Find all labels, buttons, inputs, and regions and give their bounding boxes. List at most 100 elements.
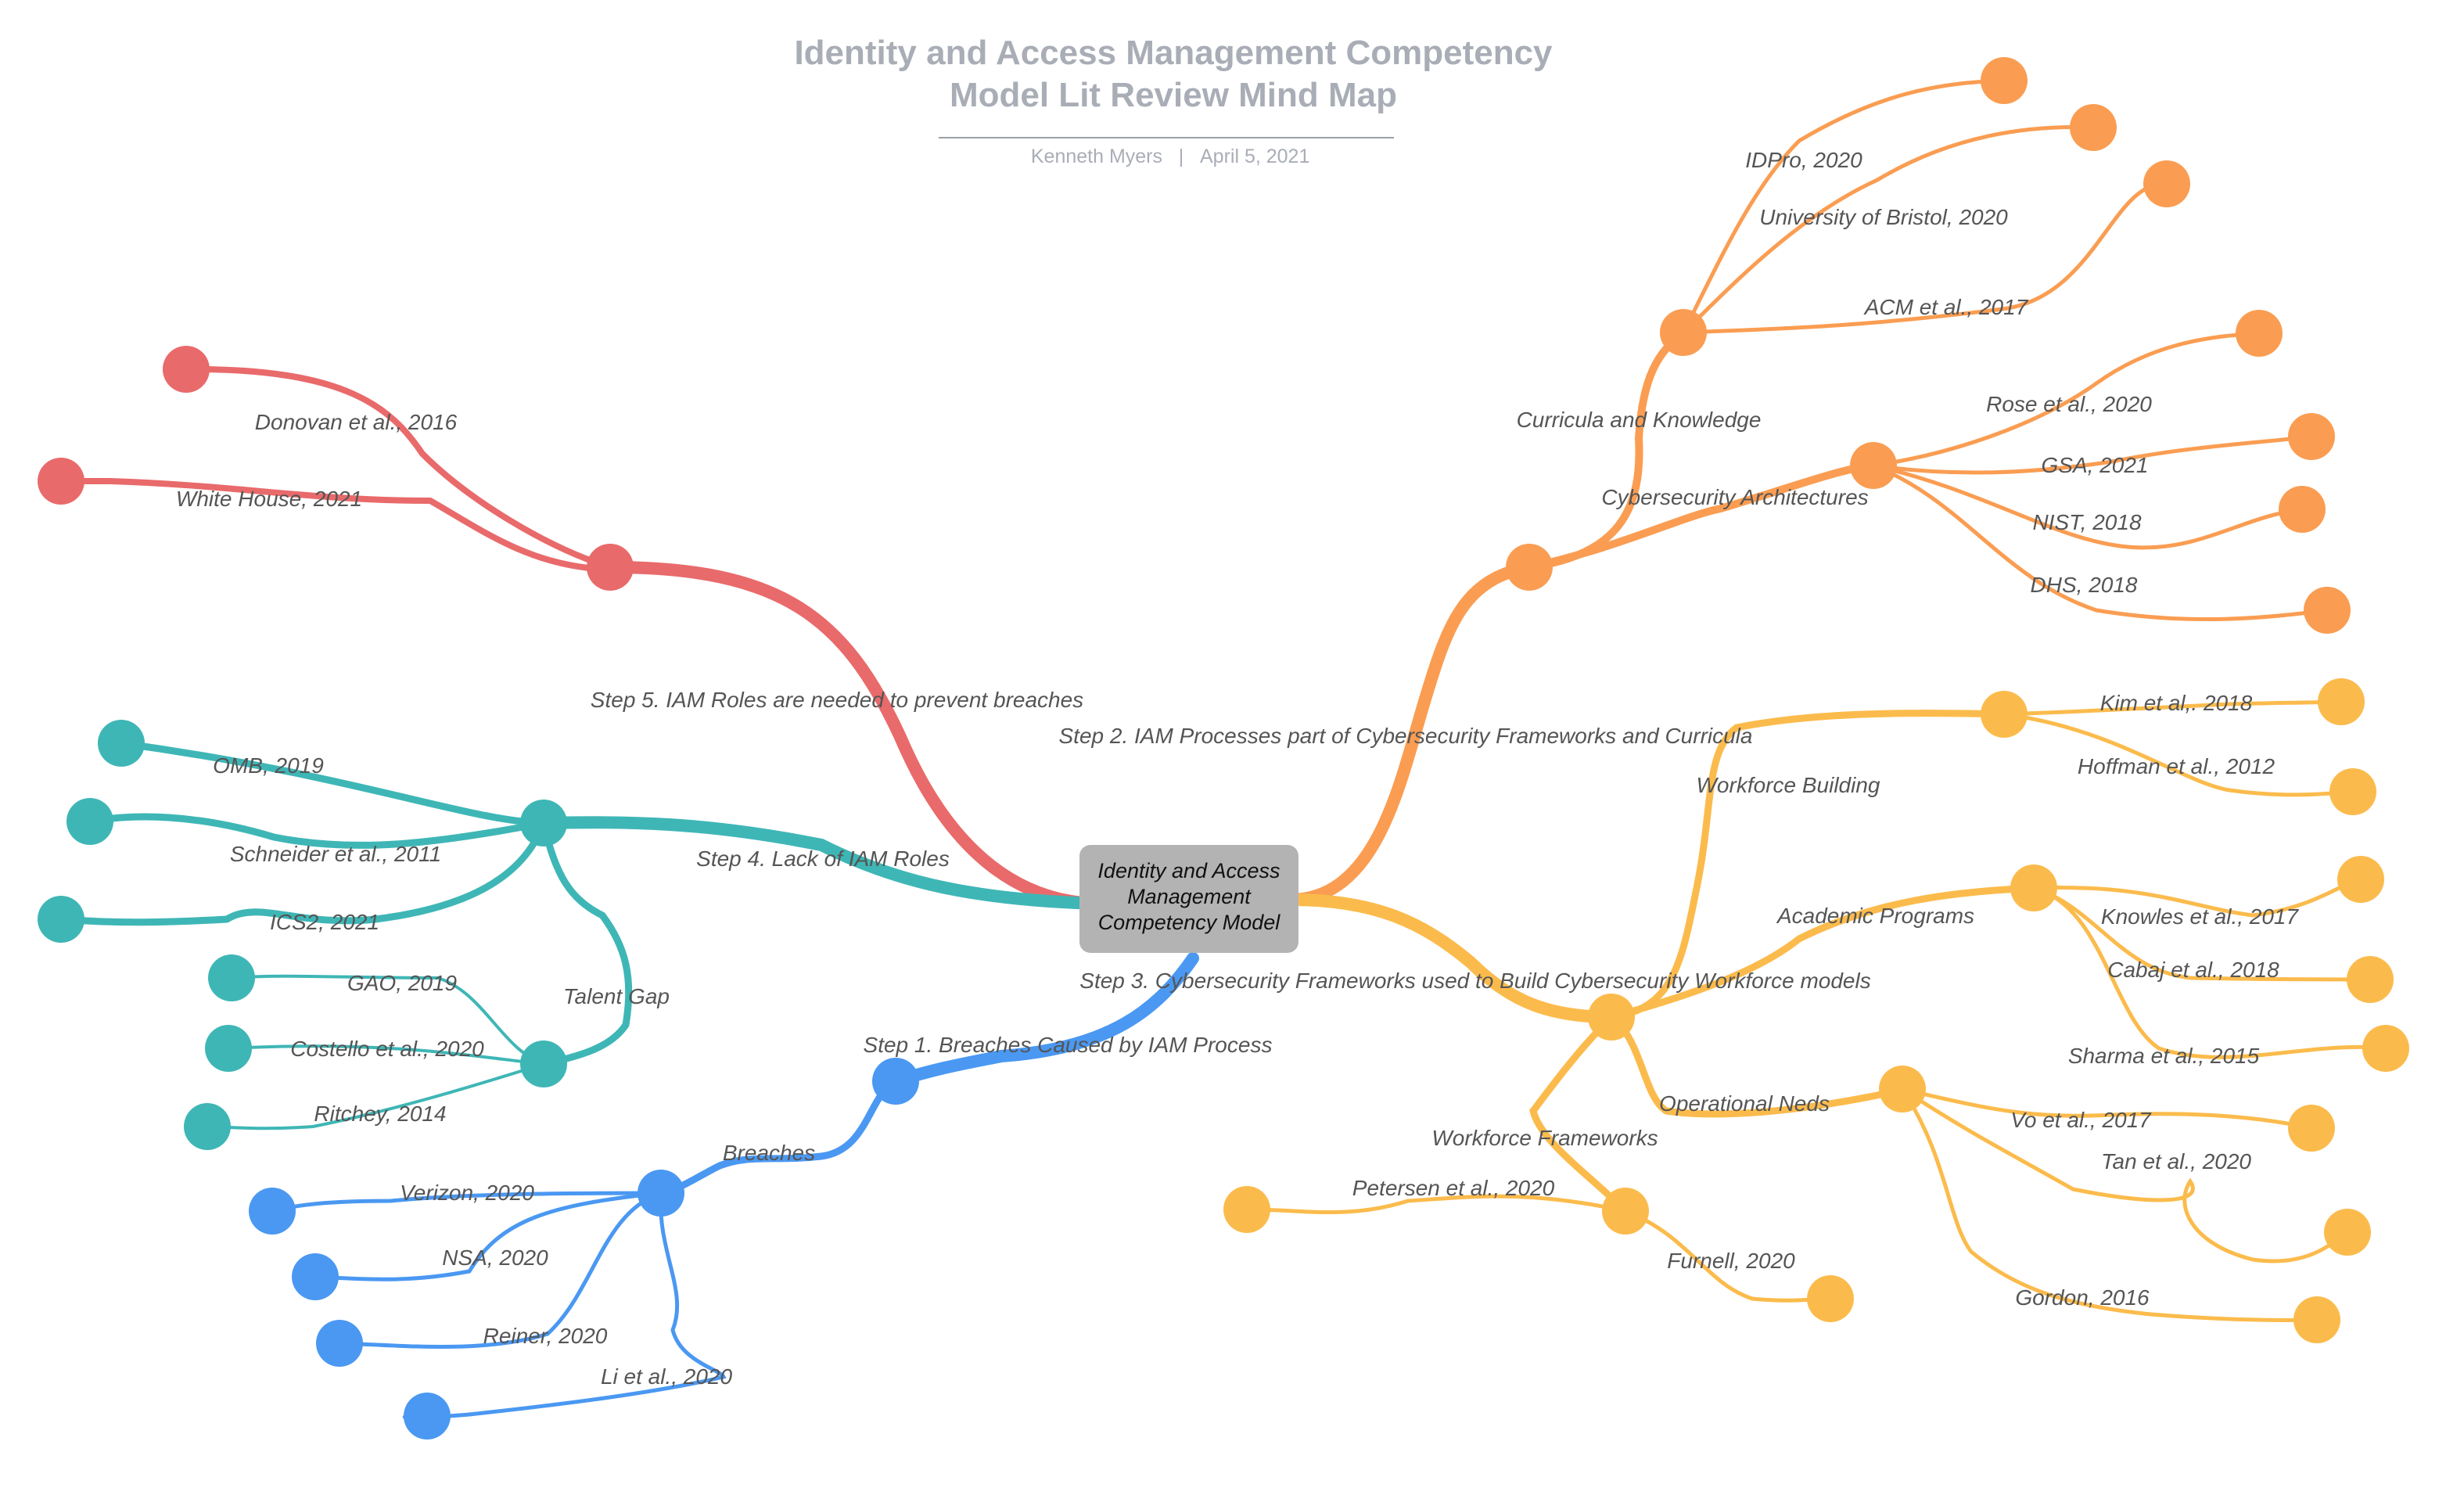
- node-petersen[interactable]: [1223, 1186, 1270, 1233]
- node-bristol[interactable]: [2070, 104, 2117, 151]
- node-sharma[interactable]: [2362, 1025, 2409, 1072]
- node-curricula[interactable]: [1660, 309, 1707, 356]
- label-vo: Vo et al., 2017: [2010, 1108, 2152, 1132]
- node-kim[interactable]: [2318, 678, 2365, 725]
- node-knowles[interactable]: [2337, 856, 2384, 903]
- label-dhs: DHS, 2018: [2031, 573, 2138, 597]
- node-omb[interactable]: [98, 720, 145, 767]
- edge-omb: [117, 739, 548, 827]
- edge-nsa: [313, 1191, 663, 1281]
- edge-donovan: [183, 365, 613, 570]
- node-step1-hub[interactable]: [872, 1058, 919, 1105]
- label-acm: ACM et al., 2017: [1863, 295, 2029, 319]
- edge-white-house: [58, 477, 613, 573]
- branch-step3: [1245, 699, 2388, 1322]
- edge-vo: [1900, 1087, 2314, 1130]
- label-step2: Step 2. IAM Processes part of Cybersecur…: [1059, 724, 1753, 748]
- node-white-house[interactable]: [38, 458, 84, 505]
- edge-center-step1: [889, 952, 1199, 1087]
- label-verizon: Verizon, 2020: [400, 1181, 534, 1205]
- branch-step4: [57, 739, 1101, 1130]
- label-curricula: Curricula and Knowledge: [1517, 408, 1762, 432]
- node-nsa[interactable]: [292, 1253, 339, 1300]
- node-idpro[interactable]: [1981, 57, 2028, 104]
- node-tan[interactable]: [2324, 1209, 2371, 1256]
- label-kim: Kim et al,. 2018: [2100, 691, 2253, 715]
- label-talent-gap: Talent Gap: [563, 984, 670, 1008]
- label-cabaj: Cabaj et al., 2018: [2107, 958, 2279, 982]
- node-gao[interactable]: [208, 954, 255, 1001]
- node-ritchey[interactable]: [184, 1103, 231, 1150]
- node-li[interactable]: [404, 1393, 451, 1440]
- node-step3-hub[interactable]: [1588, 994, 1635, 1041]
- center-node-box: [1079, 845, 1298, 953]
- label-knowles: Knowles et al., 2017: [2101, 904, 2300, 929]
- edge-cyber-arch: [1525, 462, 1877, 571]
- label-step4: Step 4. Lack of IAM Roles: [696, 846, 950, 871]
- edge-breaches: [657, 1077, 900, 1197]
- label-workforce-building: Workforce Building: [1697, 773, 1880, 797]
- edge-center-step5: [604, 561, 1101, 910]
- node-rose[interactable]: [2236, 310, 2283, 357]
- node-nist[interactable]: [2279, 486, 2326, 533]
- label-tan: Tan et al., 2020: [2101, 1149, 2251, 1174]
- node-operational-neds[interactable]: [1879, 1066, 1926, 1112]
- center-line1: Identity and Access: [1097, 859, 1280, 882]
- node-schneider[interactable]: [66, 798, 113, 845]
- edge-knowles: [2031, 877, 2363, 918]
- branch-step1: [270, 952, 1199, 1420]
- node-acm[interactable]: [2143, 160, 2190, 207]
- label-gordon: Gordon, 2016: [2015, 1285, 2150, 1310]
- center-node[interactable]: Identity and Access Management Competenc…: [1079, 845, 1298, 953]
- label-furnell: Furnell, 2020: [1667, 1249, 1795, 1273]
- edge-gsa: [1871, 434, 2314, 475]
- node-step2-hub[interactable]: [1506, 544, 1553, 591]
- node-academic-programs[interactable]: [2010, 864, 2057, 911]
- label-donovan: Donovan et al., 2016: [255, 410, 458, 434]
- label-step1: Step 1. Breaches Caused by IAM Process: [864, 1033, 1273, 1057]
- edge-center-step2: [1284, 561, 1536, 906]
- node-reiner[interactable]: [316, 1320, 363, 1367]
- edge-gao: [230, 974, 545, 1066]
- edge-sharma: [2031, 886, 2388, 1059]
- center-line3: Competency Model: [1098, 911, 1281, 934]
- node-verizon[interactable]: [249, 1188, 296, 1235]
- label-ritchey: Ritchey, 2014: [314, 1102, 446, 1126]
- node-dhs[interactable]: [2304, 587, 2351, 634]
- label-workforce-frameworks: Workforce Frameworks: [1431, 1126, 1658, 1150]
- map-title-line1: Identity and Access Management Competenc…: [794, 34, 1553, 72]
- label-breaches: Breaches: [723, 1141, 815, 1165]
- edge-curricula: [1525, 329, 1687, 571]
- edge-center-step4: [537, 816, 1101, 910]
- node-step5-hub[interactable]: [587, 544, 634, 591]
- edge-tan: [1900, 1087, 2350, 1263]
- node-cabaj[interactable]: [2347, 956, 2394, 1003]
- node-step4-hub[interactable]: [520, 800, 567, 846]
- edge-gordon: [1900, 1087, 2319, 1322]
- node-gsa[interactable]: [2288, 413, 2335, 460]
- node-costello[interactable]: [205, 1025, 252, 1072]
- node-furnell[interactable]: [1807, 1275, 1854, 1322]
- label-operational-neds: Operational Neds: [1659, 1091, 1830, 1116]
- label-cyber-arch: Cybersecurity Architectures: [1601, 485, 1868, 509]
- label-gao: GAO, 2019: [347, 971, 457, 995]
- node-donovan[interactable]: [163, 346, 210, 393]
- edge-ics2: [57, 819, 548, 926]
- edge-rose: [1871, 331, 2261, 468]
- node-hoffman[interactable]: [2329, 768, 2376, 815]
- edge-ritchey: [206, 1062, 545, 1130]
- node-workforce-frameworks[interactable]: [1602, 1188, 1649, 1235]
- node-gordon[interactable]: [2293, 1296, 2340, 1343]
- node-ics2[interactable]: [38, 896, 84, 943]
- node-cyber-arch[interactable]: [1850, 442, 1897, 489]
- branch-step5: [58, 365, 1101, 910]
- edge-workforce-building: [1607, 710, 2008, 1021]
- label-petersen: Petersen et al., 2020: [1352, 1176, 1555, 1200]
- label-reiner: Reiner, 2020: [483, 1324, 608, 1348]
- node-talent-gap[interactable]: [520, 1041, 567, 1087]
- node-breaches[interactable]: [638, 1170, 684, 1217]
- edge-costello: [227, 1044, 545, 1066]
- node-vo[interactable]: [2288, 1105, 2335, 1152]
- byline-separator: |: [1179, 146, 1184, 167]
- node-workforce-building[interactable]: [1981, 691, 2028, 738]
